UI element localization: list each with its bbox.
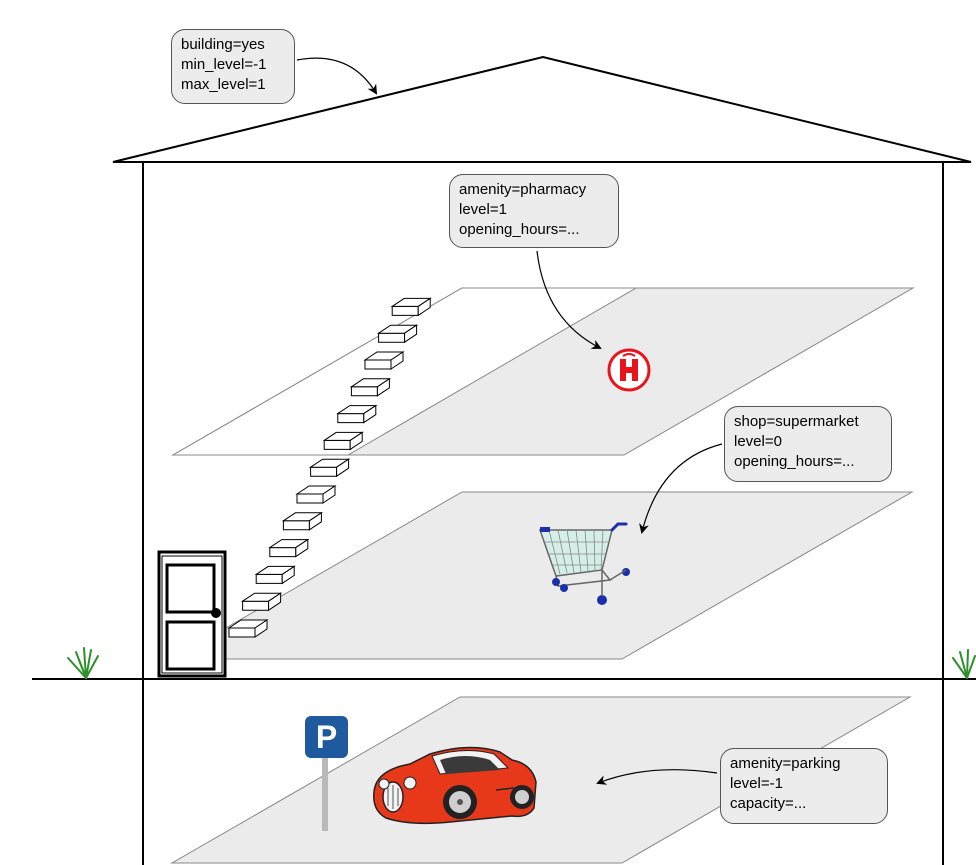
callout-parking: amenity=parking level=-1 capacity=... — [720, 748, 888, 824]
stair-step-side — [336, 458, 350, 478]
callout-line: level=0 — [734, 433, 782, 450]
stair-step — [296, 493, 324, 504]
parking-sign-icon: P — [305, 716, 348, 831]
stair-step — [337, 413, 365, 424]
callout-line: amenity=pharmacy — [459, 181, 587, 198]
stair-step-side — [295, 538, 309, 558]
pharmacy-icon — [607, 348, 651, 392]
roof — [112, 55, 972, 163]
door — [157, 550, 227, 678]
stair-step — [269, 547, 297, 558]
grass-left-icon — [67, 647, 99, 679]
stair-step — [323, 439, 351, 450]
stair-step-side — [308, 511, 322, 531]
callout-line: amenity=parking — [730, 755, 841, 772]
callout-line: opening_hours=... — [734, 453, 855, 470]
callout-line: shop=supermarket — [734, 413, 859, 430]
arrow-pharmacy-callout-to-icon — [536, 250, 602, 349]
floor-level-minus-1 — [170, 696, 912, 864]
stair-step-side — [322, 485, 336, 504]
stair-step — [364, 359, 392, 370]
arrow-building-to-roof — [296, 57, 378, 95]
callout-line: opening_hours=... — [459, 221, 580, 238]
stair-step-side — [268, 592, 282, 612]
stair-step-side — [376, 377, 390, 397]
stair-step-side — [417, 297, 431, 317]
floor-level-1-stairwell-cutout — [171, 287, 638, 456]
callout-building: building=yes min_level=-1 max_level=1 — [171, 29, 295, 104]
stair-step — [350, 386, 378, 397]
stair-step-side — [363, 404, 377, 424]
stair-step-side — [254, 619, 268, 638]
arrow-parking-callout-to-floor — [596, 769, 718, 785]
stair-step — [255, 573, 283, 584]
callout-line: capacity=... — [730, 795, 807, 812]
callout-line: max_level=1 — [181, 76, 266, 93]
callout-line: level=-1 — [730, 775, 783, 792]
stair-step — [242, 600, 270, 611]
grass-right-icon — [952, 649, 976, 679]
stair-step-side — [281, 565, 295, 585]
parking-sign-letter: P — [316, 719, 337, 755]
staircase — [227, 297, 432, 638]
callout-line: level=1 — [459, 201, 507, 218]
callout-line: building=yes — [181, 36, 265, 53]
stair-step — [391, 305, 419, 316]
stair-step-side — [404, 324, 418, 344]
callout-supermarket: shop=supermarket level=0 opening_hours=.… — [724, 406, 892, 482]
stair-step — [378, 332, 406, 343]
car-icon — [373, 746, 537, 825]
shopping-cart-icon — [538, 522, 630, 605]
stair-step — [228, 627, 256, 638]
stair-step-side — [349, 431, 363, 451]
stair-step — [310, 466, 338, 477]
callout-line: min_level=-1 — [181, 56, 267, 73]
callout-pharmacy: amenity=pharmacy level=1 opening_hours=.… — [449, 174, 619, 248]
door-knob — [211, 608, 221, 618]
stair-step-side — [390, 351, 404, 370]
stair-step — [282, 520, 310, 531]
arrow-supermarket-callout-to-cart — [639, 443, 723, 534]
